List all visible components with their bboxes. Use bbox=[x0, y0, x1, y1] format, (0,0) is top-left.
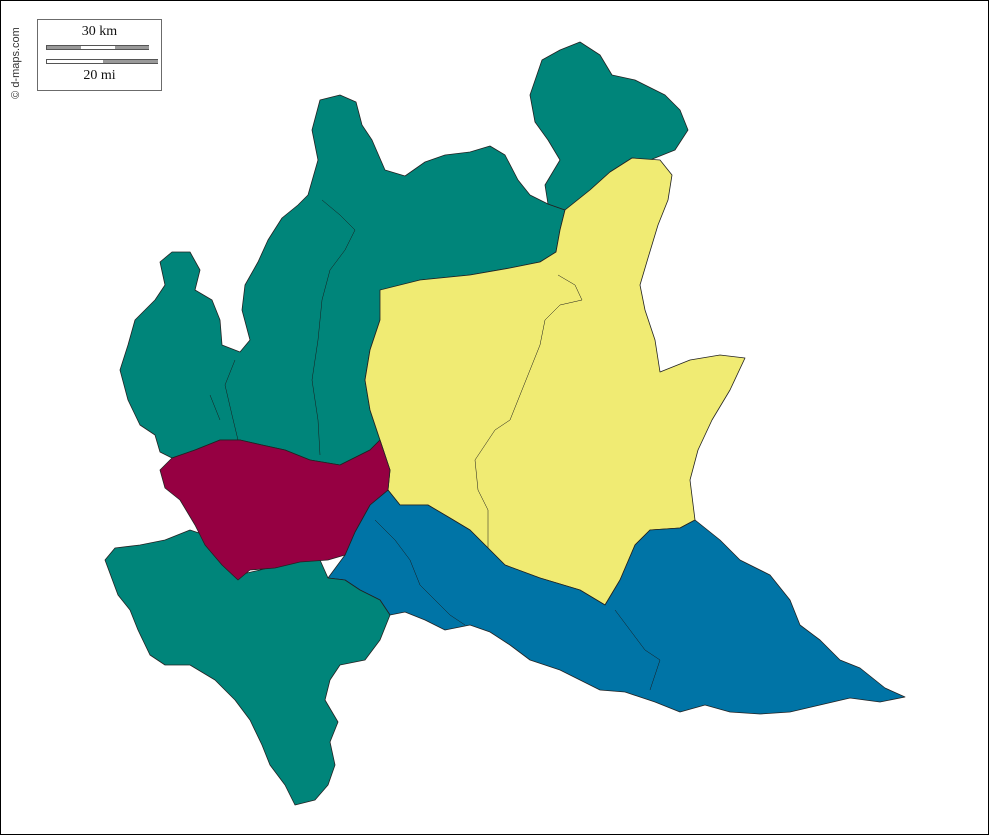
scale-km-bar bbox=[46, 45, 149, 50]
region-metro[interactable] bbox=[159, 439, 391, 581]
scale-km-label: 30 km bbox=[81, 24, 118, 39]
region-southeast[interactable] bbox=[327, 489, 906, 715]
scale-mi-label: 20 mi bbox=[83, 68, 116, 83]
scale-legend: 30 km 20 mi bbox=[37, 19, 162, 91]
scale-mi-bar bbox=[46, 59, 158, 64]
district-boundaries bbox=[209, 199, 661, 691]
region-northeast[interactable] bbox=[529, 41, 689, 211]
